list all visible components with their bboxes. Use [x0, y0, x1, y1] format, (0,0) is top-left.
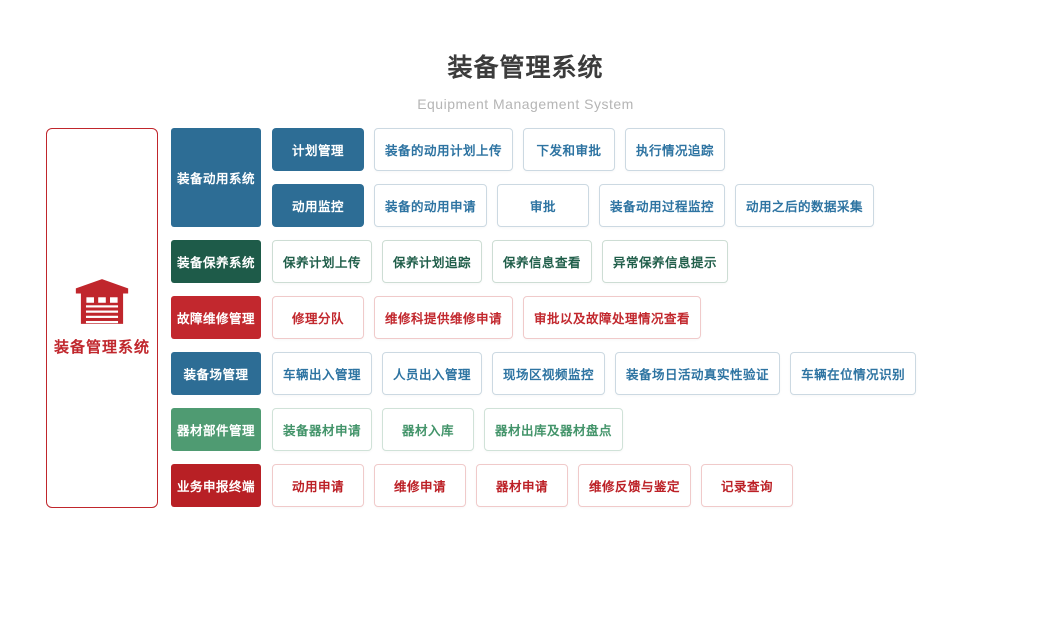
feature-node: 器材申请 — [476, 464, 568, 507]
feature-node: 车辆在位情况识别 — [790, 352, 917, 395]
feature-node: 异常保养信息提示 — [602, 240, 729, 283]
diagram-rows: 装备动用系统计划管理装备的动用计划上传下发和审批执行情况追踪动用监控装备的动用申… — [171, 128, 917, 507]
feature-node: 现场区视频监控 — [492, 352, 606, 395]
system-row: 业务申报终端动用申请维修申请器材申请维修反馈与鉴定记录查询 — [171, 464, 916, 507]
page-title: 装备管理系统 — [447, 54, 604, 82]
subgroup-row: 计划管理装备的动用计划上传下发和审批执行情况追踪 — [272, 128, 874, 171]
feature-node: 装备场日活动真实性验证 — [615, 352, 781, 395]
feature-node: 修理分队 — [272, 296, 364, 339]
system-row: 装备场管理车辆出入管理人员出入管理现场区视频监控装备场日活动真实性验证车辆在位情… — [171, 352, 917, 395]
page-header: 装备管理系统 Equipment Management System — [0, 0, 1051, 112]
category-node: 故障维修管理 — [171, 296, 261, 339]
category-node: 器材部件管理 — [171, 408, 261, 451]
feature-node: 器材出库及器材盘点 — [484, 408, 624, 451]
feature-node: 维修申请 — [374, 464, 466, 507]
system-row: 器材部件管理装备器材申请器材入库器材出库及器材盘点 — [171, 408, 916, 451]
feature-list: 装备器材申请器材入库器材出库及器材盘点 — [272, 408, 624, 451]
subcategory-node: 动用监控 — [272, 184, 364, 227]
feature-node: 保养计划上传 — [272, 240, 373, 283]
feature-node: 保养计划追踪 — [382, 240, 483, 283]
feature-node: 维修反馈与鉴定 — [578, 464, 692, 507]
root-system-label: 装备管理系统 — [53, 339, 150, 356]
feature-node: 装备的动用申请 — [374, 184, 488, 227]
feature-node: 装备的动用计划上传 — [374, 128, 514, 171]
feature-node: 装备器材申请 — [272, 408, 373, 451]
feature-node: 审批以及故障处理情况查看 — [523, 296, 702, 339]
system-diagram: 装备管理系统 装备动用系统计划管理装备的动用计划上传下发和审批执行情况追踪动用监… — [46, 128, 917, 508]
feature-list: 车辆出入管理人员出入管理现场区视频监控装备场日活动真实性验证车辆在位情况识别 — [272, 352, 917, 395]
feature-node: 记录查询 — [701, 464, 794, 507]
page-subtitle: Equipment Management System — [417, 96, 634, 112]
system-row: 装备保养系统保养计划上传保养计划追踪保养信息查看异常保养信息提示 — [171, 240, 916, 283]
feature-node: 下发和审批 — [523, 128, 616, 171]
feature-node: 保养信息查看 — [492, 240, 593, 283]
subgroup-column: 计划管理装备的动用计划上传下发和审批执行情况追踪动用监控装备的动用申请审批装备动… — [272, 128, 875, 227]
system-row: 装备动用系统计划管理装备的动用计划上传下发和审批执行情况追踪动用监控装备的动用申… — [171, 128, 916, 227]
feature-node: 人员出入管理 — [382, 352, 483, 395]
feature-node: 器材入库 — [382, 408, 475, 451]
category-node: 装备保养系统 — [171, 240, 261, 283]
feature-list: 保养计划上传保养计划追踪保养信息查看异常保养信息提示 — [272, 240, 729, 283]
feature-node: 审批 — [497, 184, 590, 227]
subcategory-node: 计划管理 — [272, 128, 364, 171]
feature-list: 修理分队维修科提供维修申请审批以及故障处理情况查看 — [272, 296, 702, 339]
feature-node: 装备动用过程监控 — [599, 184, 726, 227]
feature-node: 维修科提供维修申请 — [374, 296, 514, 339]
feature-node: 执行情况追踪 — [625, 128, 726, 171]
feature-node: 动用之后的数据采集 — [735, 184, 875, 227]
feature-list: 动用申请维修申请器材申请维修反馈与鉴定记录查询 — [272, 464, 794, 507]
category-node: 装备动用系统 — [171, 128, 261, 227]
feature-node: 车辆出入管理 — [272, 352, 373, 395]
warehouse-icon — [75, 279, 129, 324]
subgroup-row: 动用监控装备的动用申请审批装备动用过程监控动用之后的数据采集 — [272, 184, 875, 227]
root-system-box: 装备管理系统 — [46, 128, 158, 508]
category-node: 业务申报终端 — [171, 464, 261, 507]
system-row: 故障维修管理修理分队维修科提供维修申请审批以及故障处理情况查看 — [171, 296, 916, 339]
category-node: 装备场管理 — [171, 352, 261, 395]
feature-node: 动用申请 — [272, 464, 364, 507]
